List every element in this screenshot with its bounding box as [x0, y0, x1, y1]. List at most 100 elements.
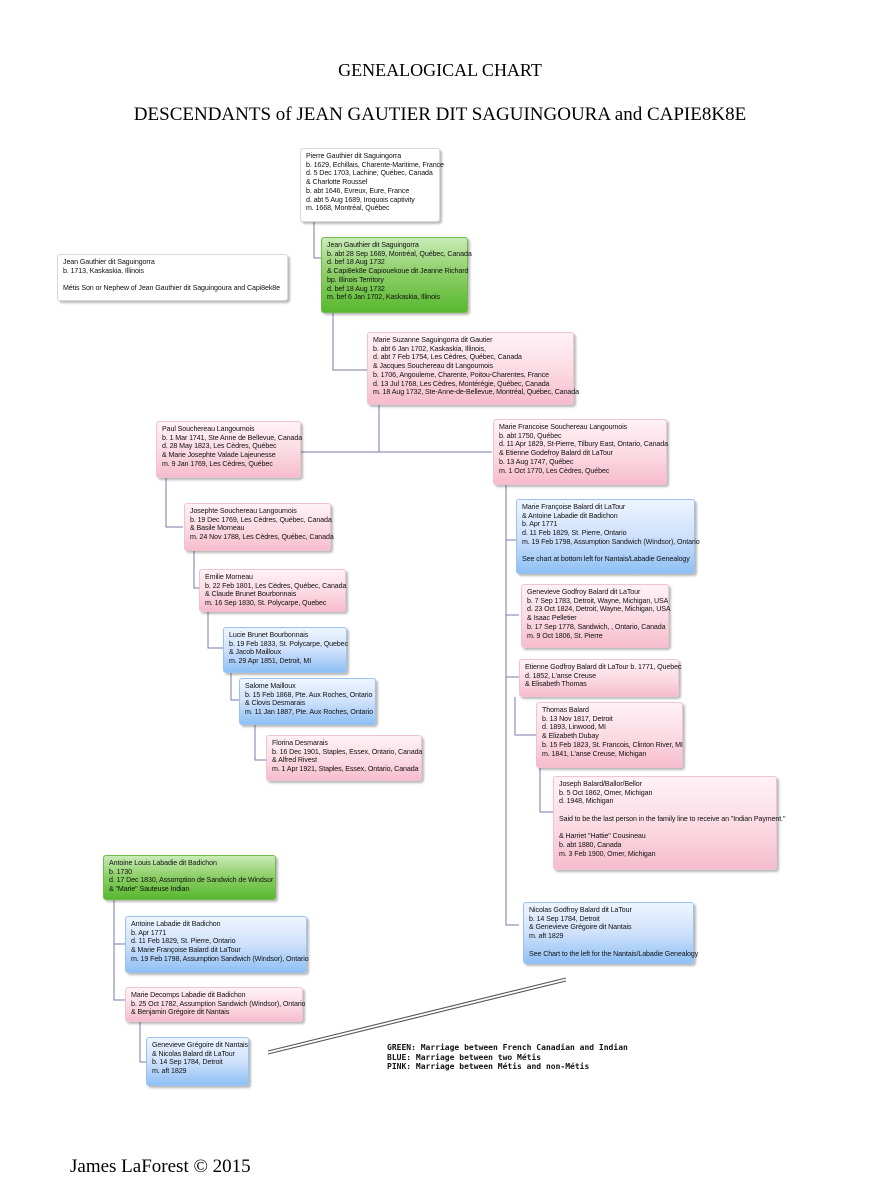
person-text-line: d. 11 Apr 1829, St-Pierre, Tilbury East,…: [499, 440, 668, 449]
person-text-line: b. 13 Nov 1817, Detroit: [542, 714, 613, 723]
person-text-line: & Clovis Desmarais: [245, 699, 306, 708]
person-text-line: & Antoine Labadie dit Badichon: [522, 511, 618, 520]
person-text-line: b. 15 Feb 1823, St. Francois, Clinton Ri…: [542, 740, 683, 749]
person-box-marie-francoise-balard: Marie Françoise Balard dit LaTour& Antoi…: [516, 499, 700, 574]
person-text-line: Paul Souchereau Langoumois: [162, 425, 255, 433]
person-text-line: d. 11 Feb 1829, St. Pierre, Ontario: [131, 937, 236, 946]
person-box-etienne: Etienne Godfroy Balard dit LaTour b. 177…: [519, 659, 681, 697]
person-text-line: b. 15 Feb 1868, Pte. Aux Roches, Ontario: [245, 690, 373, 699]
person-text-line: m. 1841, L'anse Creuse, Michigan: [542, 749, 647, 758]
person-text-line: d. 11 Feb 1829, St. Pierre, Ontario: [522, 529, 627, 538]
person-text-line: Jean Gauthier dit Saguingorra: [63, 258, 155, 266]
person-text-line: [522, 547, 689, 556]
connector: [505, 485, 519, 926]
person-text-line: b. Apr 1771: [131, 928, 167, 937]
person-text-line: b. abt 6 Jan 1702, Kaskaskia, Illinois,: [373, 344, 486, 353]
person-text-line: b. 13 Aug 1747, Québec: [499, 457, 574, 466]
person-text-line: d. 1852, L'anse Creuse: [525, 671, 596, 680]
person-text-line: m. 9 Oct 1806, St. Pierre: [527, 631, 603, 640]
chart-title: GENEALOGICAL CHART: [338, 60, 542, 80]
person-text-line: m. 19 Feb 1798, Assumption Sandwich (Win…: [131, 954, 309, 963]
person-text-line: b. 5 Oct 1862, Omer, Michigan: [559, 788, 653, 797]
person-text-line: & Jacob Mailloux: [229, 648, 282, 657]
person-text-line: b. 14 Sep 1784, Detroit: [529, 914, 600, 923]
person-text-line: & Marie Josephte Valade Lajeunesse: [162, 451, 276, 460]
person-text-line: Antoine Louis Labadie dit Badichon: [109, 859, 217, 867]
person-text-line: b. 22 Feb 1801, Les Cèdres, Québec, Cana…: [205, 581, 347, 590]
person-text-line: & Harriet "Hattie" Cousineau: [559, 832, 646, 841]
person-text-line: m. 1668, Montréal, Québec: [306, 204, 390, 213]
person-text-line: & Capi8ek8e Capiouekoue dit Jeanne Richa…: [327, 267, 469, 276]
person-text-line: Josephte Souchereau Langoumois: [190, 507, 297, 515]
connector: [313, 222, 324, 259]
person-text-line: & Charlotte Roussel: [306, 178, 368, 187]
copyright-footer: James LaForest © 2015: [70, 1156, 251, 1177]
person-text-line: b. 1730: [109, 867, 132, 876]
person-text-line: Emilie Morneau: [205, 573, 253, 581]
person-text-line: b. 19 Dec 1769, Les Cèdres, Québec, Cana…: [190, 515, 332, 524]
person-text-line: & Nicolas Balard dit LaTour: [152, 1049, 235, 1058]
person-text-line: d. bef 18 Aug 1732: [327, 284, 385, 293]
person-text-line: m. 11 Jan 1887, Pte. Aux Roches, Ontario: [245, 708, 373, 717]
person-text-line: Antoine Labadie dit Badichon: [131, 920, 221, 928]
person-text-line: m. 19 Feb 1798, Assumption Sandwich (Win…: [522, 537, 700, 546]
person-text-line: & Basile Morneau: [190, 524, 245, 533]
legend-pink: PINK: Marriage between Métis and non-Mét…: [387, 1062, 590, 1071]
person-text-line: b. abt 1880, Canada: [559, 840, 622, 849]
person-text-line: b. Apr 1771: [522, 520, 558, 529]
person-text-line: b. 1713, Kaskaskia, Illinois: [63, 266, 144, 275]
person-text-line: & Marie Françoise Balard dit LaTour: [131, 946, 241, 955]
person-text-line: Thomas Balard: [542, 706, 589, 714]
person-text-line: b. 1706, Angouleme, Charente, Poitou-Cha…: [373, 370, 549, 379]
person-text-line: b. abt 1646, Evreux, Eure, France: [306, 186, 410, 195]
person-text-line: m. 24 Nov 1788, Les Cèdres, Québec, Cana…: [190, 533, 334, 542]
chart-subtitle: DESCENDANTS of JEAN GAUTIER DIT SAGUINGO…: [133, 104, 747, 125]
person-text-line: & "Marie" Sauteuse Indian: [109, 885, 190, 894]
person-text-line: m. 29 Apr 1851, Detroit, MI: [229, 657, 312, 666]
person-text-line: b. 7 Sep 1783, Detroit, Wayne, Michigan,…: [527, 596, 669, 605]
person-text-line: & Genevieve Grégoire dit Nantais: [529, 923, 632, 932]
connector: [539, 768, 553, 813]
person-text-line: m. 18 Aug 1732, Ste-Anne-de-Bellevue, Mo…: [373, 388, 579, 397]
person-text-line: Genevieve Grégoire dit Nantais: [152, 1041, 248, 1049]
person-text-line: See chart at bottom left for Nantais/Lab…: [522, 555, 690, 564]
person-text-line: & Jacques Souchereau dit Langoumois: [373, 362, 493, 371]
person-text-line: m. 1 Oct 1770, Les Cèdres, Québec: [499, 466, 610, 475]
person-text-line: & Elisabeth Thomas: [525, 680, 587, 689]
person-text-line: Marie Françoise Balard dit LaTour: [522, 503, 626, 511]
person-text-line: Pierre Gauthier dit Saguingorra: [306, 152, 402, 160]
person-box-genevieve-gregoire: Genevieve Grégoire dit Nantais& Nicolas …: [146, 1037, 249, 1086]
person-text-line: d. 1948, Michigan: [559, 797, 614, 806]
person-text-line: & Isaac Pelletier: [527, 614, 577, 623]
connector: [514, 697, 536, 736]
person-text-line: Métis Son or Nephew of Jean Gauthier dit…: [63, 284, 280, 293]
person-text-line: Salome Mailloux: [245, 682, 296, 690]
connector: [254, 725, 266, 761]
person-text-line: m. 16 Sep 1830, St. Polycarpe, Quebec: [205, 599, 327, 608]
person-text-line: & Alfred Rivest: [272, 756, 318, 765]
connector: [207, 612, 223, 649]
person-text-line: d. 23 Oct 1824, Detroit, Wayne, Michigan…: [527, 605, 671, 614]
person-text-line: [559, 824, 771, 833]
person-text-line: d. 1893, Linwood, MI: [542, 723, 606, 732]
person-text-line: b. 17 Sep 1778, Sandwich, , Ontario, Can…: [527, 622, 666, 631]
person-text-line: & Claude Brunet Bourbonnais: [205, 590, 297, 599]
connector: [165, 478, 183, 528]
person-text-line: m. aft 1829: [529, 932, 564, 941]
connector: [193, 551, 199, 589]
person-text-line: d. 5 Dec 1703, Lachine, Québec, Canada: [306, 169, 433, 178]
person-text-line: b. 14 Sep 1784, Detroit: [152, 1058, 223, 1067]
person-text-line: Marie Suzanne Saguingorra dit Gautier: [373, 336, 493, 344]
person-text-line: d. bef 18 Aug 1732: [327, 258, 385, 267]
person-text-line: Nicolas Godfroy Balard dit LaTour: [529, 906, 632, 914]
